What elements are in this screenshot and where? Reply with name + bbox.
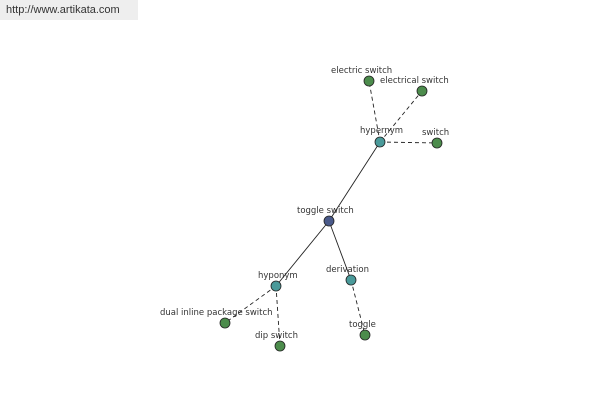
node-hyponym[interactable]: hyponym <box>258 271 298 292</box>
node-label-dual-inline-package-switch[interactable]: dual inline package switch <box>160 308 273 318</box>
node-dual-inline-package-switch[interactable]: dual inline package switch <box>160 308 273 329</box>
node-marker-electrical-switch[interactable] <box>416 85 428 97</box>
node-dip-switch[interactable]: dip switch <box>255 331 298 352</box>
node-label-switch[interactable]: switch <box>422 128 449 138</box>
edge-hypernym-to-switch <box>379 141 438 144</box>
node-label-electrical-switch[interactable]: electrical switch <box>380 76 449 86</box>
node-marker-toggle[interactable] <box>359 329 371 341</box>
site-url-link[interactable]: http://www.artikata.com <box>0 0 138 20</box>
node-label-hyponym[interactable]: hyponym <box>258 271 298 281</box>
edge-hyponym-to-dual-inline-package-switch <box>224 285 277 324</box>
edge-derivation-to-toggle <box>350 279 366 336</box>
edge-toggle-switch-to-hyponym <box>275 220 330 287</box>
node-marker-hyponym[interactable] <box>270 280 282 292</box>
node-electric-switch[interactable]: electric switch <box>331 66 392 87</box>
node-marker-dual-inline-package-switch[interactable] <box>219 317 231 329</box>
node-toggle[interactable]: toggle <box>349 320 376 341</box>
edge-hyponym-to-dip-switch <box>275 285 281 347</box>
node-marker-electric-switch[interactable] <box>363 75 375 87</box>
node-marker-derivation[interactable] <box>345 274 357 286</box>
node-toggle-switch[interactable]: toggle switch <box>297 206 354 227</box>
edge-hypernym-to-electric-switch <box>368 80 381 143</box>
node-label-derivation[interactable]: derivation <box>326 265 369 275</box>
edge-toggle-switch-to-derivation <box>328 220 352 281</box>
node-label-electric-switch[interactable]: electric switch <box>331 66 392 76</box>
node-hypernym[interactable]: hypernym <box>360 126 403 148</box>
node-label-hypernym[interactable]: hypernym <box>360 126 403 136</box>
node-derivation[interactable]: derivation <box>326 265 369 286</box>
node-marker-hypernym[interactable] <box>374 136 386 148</box>
node-marker-toggle-switch[interactable] <box>323 215 335 227</box>
graph-nodes: toggle switch hypernym hyponym derivation el… <box>160 66 449 352</box>
graph-edges <box>224 80 438 347</box>
node-marker-switch[interactable] <box>431 137 443 149</box>
node-label-toggle[interactable]: toggle <box>349 320 376 330</box>
node-electrical-switch[interactable]: electrical switch <box>380 76 449 97</box>
node-label-toggle-switch[interactable]: toggle switch <box>297 206 354 216</box>
node-label-dip-switch[interactable]: dip switch <box>255 331 298 341</box>
node-switch[interactable]: switch <box>422 128 449 149</box>
node-marker-dip-switch[interactable] <box>274 340 286 352</box>
edge-toggle-switch-to-hypernym <box>328 141 381 222</box>
